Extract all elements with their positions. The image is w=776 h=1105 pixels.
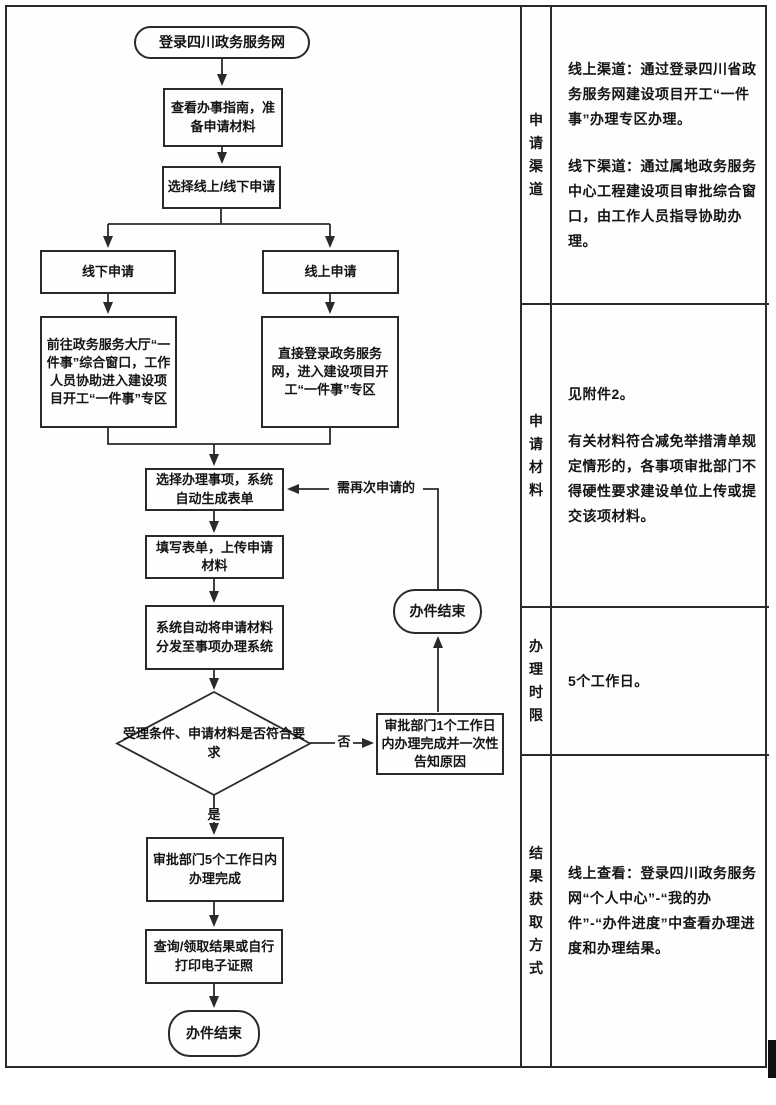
edge-label-no: 否	[335, 734, 353, 750]
info-label-text: 结果获取方式	[529, 845, 543, 976]
info-label-text: 办理时限	[529, 638, 543, 723]
info-row-apply-materials: 申请材料 见附件2。 有关材料符合减免举措清单规定情形的，各事项审批部门不得硬性…	[522, 305, 769, 608]
info-label-text: 申请材料	[529, 412, 543, 498]
flow-node-online-detail: 直接登录政务服务网，进入建设项目开工“一件事”专区	[261, 316, 399, 428]
flow-node-reject-notice: 审批部门1个工作日内办理完成并一次性告知原因	[376, 713, 504, 775]
info-row-result-access: 结果获取方式 线上查看：登录四川政务服务网“个人中心”-“我的办件”-“办件进度…	[522, 756, 769, 1066]
flow-node-get-result: 查询/领取结果或自行打印电子证照	[145, 929, 283, 984]
info-paragraph: 线上查看：登录四川政务服务网“个人中心”-“我的办件”-“办件进度”中查看办理进…	[568, 865, 757, 956]
edge-label-yes: 是	[205, 807, 223, 823]
flow-node-choose-channel: 选择线上/线下申请	[162, 166, 281, 209]
info-paragraph: 线下渠道：通过属地政务服务中心工程建设项目审批综合窗口，由工作人员指导协助办理。	[568, 157, 757, 249]
info-row-apply-channel: 申请渠道 线上渠道：通过登录四川省政务服务网建设项目开工“一件事”办理专区办理。…	[522, 7, 769, 305]
flow-connectors	[103, 59, 443, 1008]
info-text-apply-materials: 见附件2。 有关材料符合减免举措清单规定情形的，各事项审批部门不得硬性要求建设单…	[552, 305, 769, 606]
info-text-result-access: 线上查看：登录四川政务服务网“个人中心”-“我的办件”-“办件进度”中查看办理进…	[552, 756, 769, 1066]
info-label-result-access: 结果获取方式	[522, 756, 552, 1066]
flowchart-area: 登录四川政务服务网 查看办事指南，准备申请材料 选择线上/线下申请 线下申请 线…	[7, 7, 520, 1066]
info-paragraph: 有关材料符合减免举措清单规定情形的，各事项审批部门不得硬性要求建设单位上传或提交…	[568, 433, 757, 524]
info-label-apply-materials: 申请材料	[522, 305, 552, 606]
info-label-text: 申请渠道	[529, 112, 543, 197]
flow-node-end-top: 办件结束	[393, 589, 482, 634]
flow-node-check-guide: 查看办事指南，准备申请材料	[163, 88, 283, 147]
flow-node-offline-detail: 前往政务服务大厅“一件事”综合窗口，工作人员协助进入建设项目开工“一件事”专区	[40, 316, 177, 428]
flow-node-end-bottom: 办件结束	[168, 1010, 260, 1057]
scan-artifact-bar	[768, 1040, 776, 1078]
flow-node-fill-form: 填写表单，上传申请材料	[145, 535, 284, 579]
info-label-apply-channel: 申请渠道	[522, 7, 552, 303]
info-row-time-limit: 办理时限 5个工作日。	[522, 608, 769, 756]
flow-node-dispatch: 系统自动将申请材料分发至事项办理系统	[145, 605, 284, 670]
info-paragraph: 线上渠道：通过登录四川省政务服务网建设项目开工“一件事”办理专区办理。	[568, 60, 757, 127]
info-paragraph: 5个工作日。	[568, 672, 649, 689]
flow-node-decision: 受理条件、申请材料是否符合要求	[122, 726, 305, 760]
flow-node-approve-5days: 审批部门5个工作日内办理完成	[146, 837, 284, 902]
document-frame: 登录四川政务服务网 查看办事指南，准备申请材料 选择线上/线下申请 线下申请 线…	[5, 5, 769, 1068]
info-paragraph: 见附件2。	[568, 386, 635, 402]
info-text-time-limit: 5个工作日。	[552, 608, 769, 754]
info-panel: 申请渠道 线上渠道：通过登录四川省政务服务网建设项目开工“一件事”办理专区办理。…	[520, 7, 769, 1066]
flow-node-start: 登录四川政务服务网	[134, 26, 310, 59]
info-text-apply-channel: 线上渠道：通过登录四川省政务服务网建设项目开工“一件事”办理专区办理。 线下渠道…	[552, 7, 769, 303]
flow-node-select-item: 选择办理事项，系统自动生成表单	[145, 468, 284, 511]
info-label-time-limit: 办理时限	[522, 608, 552, 754]
flow-node-offline-apply: 线下申请	[40, 250, 176, 294]
edge-label-reapply: 需再次申请的	[329, 480, 423, 496]
flow-node-online-apply: 线上申请	[262, 250, 399, 294]
